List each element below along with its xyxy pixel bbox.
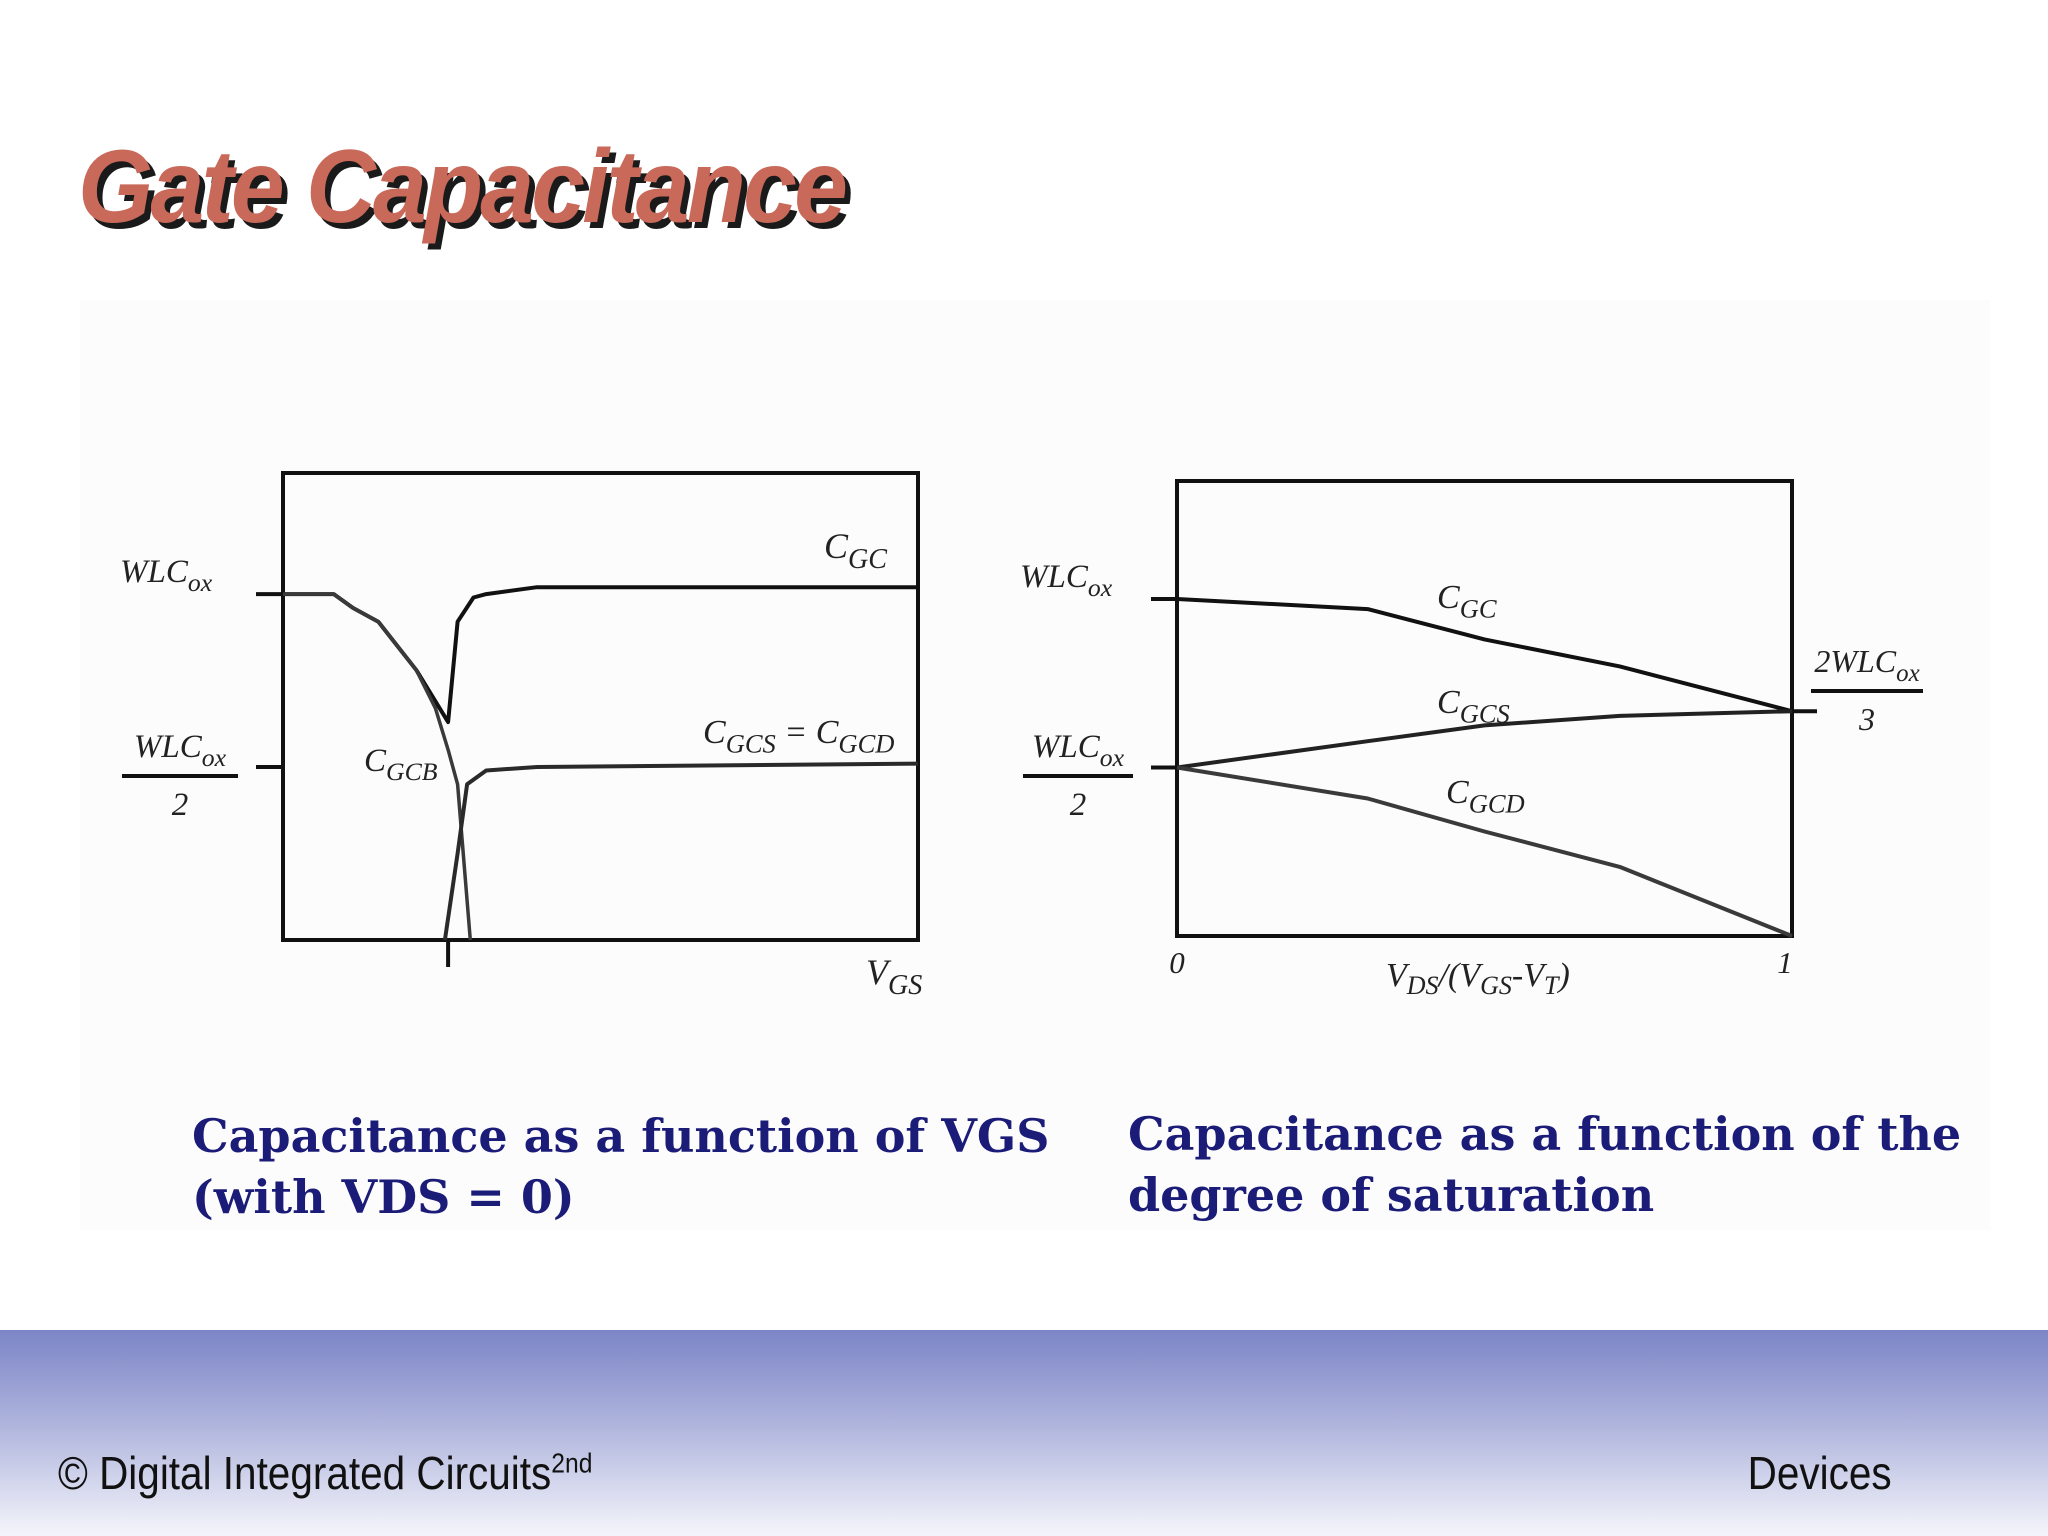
chart2-ytick-label-two-thirds-numerator: 2WLCox [1814,643,1919,687]
chart1-series-label-cgcs-cgcd: CGCS = CGCD [703,714,894,759]
chart1-xlabel-main: V [866,952,892,992]
chart2-xlabel-ds: DS [1406,971,1439,1000]
footer-bar: © Digital Integrated Circuits2nd Devices [0,1330,2048,1536]
slide-title: Gate Capacitance [78,129,848,245]
chart2-xlabel-gs: GS [1480,971,1512,1000]
caption-right-line-1: Capacitance as a function of the [1128,1107,1962,1161]
footer-course-title: © Digital Integrated Circuits [58,1447,552,1499]
chart1-ytick-label-wlcox: WLCox [120,554,213,597]
chart2-xtick-label-0: 0 [1169,945,1185,980]
chart2-xtick-label-1: 1 [1777,945,1793,980]
chart2-xlabel-minus: -V [1512,957,1548,994]
footer-copyright: © Digital Integrated Circuits2nd [58,1446,592,1500]
chart1-series-label-cgcb-main: C [364,743,387,779]
figure-panel [80,300,1990,1230]
footer-edition: 2nd [551,1447,593,1479]
chart1-series-label-cgcs-cgcd-sub2: GCD [838,729,894,759]
chart2-series-cgc [1176,597,1793,714]
chart2-frame [1175,479,1794,938]
chart2-ytick-label-two-thirds-denominator: 3 [1858,701,1875,737]
chart2-series-label-cgcs: CGCS [1437,684,1510,729]
chart1-series-label-cgcs-cgcd-sub: GCS [726,729,776,759]
chart2-ytick-label-half-numerator: WLCox [1032,729,1125,772]
chart2-series-cgcd [1176,765,1793,938]
chart1-series-label-cgcs-cgcd-main: C [703,714,726,751]
chart2-xlabel-t: T [1544,971,1560,1000]
chart2-xlabel-close: ) [1556,957,1569,994]
chart1-frame [281,471,920,942]
chart2-ytick-label-wlcox: WLCox [1020,559,1113,602]
chart1-series-label-cgcs-cgcd-main2: C [816,714,839,751]
caption-left-line-1: Capacitance as a function of VGS [192,1109,1050,1163]
chart1-series-label-cgc: CGC [824,526,887,575]
chart1-series-label-cgc-sub: GC [848,544,887,575]
chart1-ytick-label-half-numerator: WLCox [134,729,227,772]
chart2-ytick-label-half-denominator: 2 [1070,787,1087,823]
chart1-ytick-label-wlcox-sub: ox [188,568,213,597]
chart2-series-cgcs [1176,709,1793,770]
chart1-ytick-label-half-numerator-sub: ox [202,743,227,772]
chart1-series-cgc [283,585,918,725]
caption-right: Capacitance as a function of the degree … [1128,1104,1961,1226]
chart1-ytick-label-half-denominator: 2 [172,787,189,823]
chart1-ytick-label-wlcox-main: WLC [120,554,189,590]
chart1-ytick-label-half-numerator-main: WLC [134,729,203,765]
chart2-series-label-cgc: CGC [1437,579,1497,624]
chart1-series-cgcs-cgcd [442,761,919,941]
chart1-series-label-cgcs-cgcd-suffix: = [776,714,816,751]
chart2-ytick-label-wlcox-sub: ox [1088,573,1113,602]
caption-left: Capacitance as a function of VGS (with V… [192,1106,1049,1228]
caption-left-line-2: (with VDS = 0) [192,1170,575,1224]
chart2-series-label-cgcs-main: C [1437,684,1460,721]
chart2-ytick-label-half-numerator-sub: ox [1100,743,1125,772]
chart2-series-label-cgc-main: C [1437,579,1460,616]
chart1-series-label-cgcb-sub: GCB [386,757,438,786]
chart2-xlabel-slash: /(V [1437,957,1485,994]
chart1-series-label-cgc-main: C [824,526,849,566]
chart2-xlabel: VDS/(VGS-VT) [1386,957,1570,1000]
chart2-ytick-label-two-thirds-numerator-sub: ox [1896,660,1920,687]
chart1-series-label-cgcb: CGCB [364,743,438,786]
chart2-ytick-label-two-thirds-numerator-main: 2WLC [1814,643,1896,679]
caption-right-line-2: degree of saturation [1128,1168,1655,1222]
chart2-series-label-cgcs-sub: GCS [1460,699,1510,729]
chart1-xlabel-sub: GS [888,970,922,1001]
footer-section: Devices [1748,1447,1892,1499]
chart2-series-label-cgcd-main: C [1446,774,1469,811]
chart2-ytick-label-half-numerator-main: WLC [1032,729,1101,765]
chart2-series-label-cgcd: CGCD [1446,774,1525,819]
chart1-series-cgcb [283,592,473,941]
chart2-series-label-cgc-sub: GC [1460,594,1497,624]
chart2-series-label-cgcd-sub: GCD [1469,789,1525,819]
chart1-xlabel: VGS [866,952,922,1001]
chart2-ytick-label-wlcox-main: WLC [1020,559,1089,595]
